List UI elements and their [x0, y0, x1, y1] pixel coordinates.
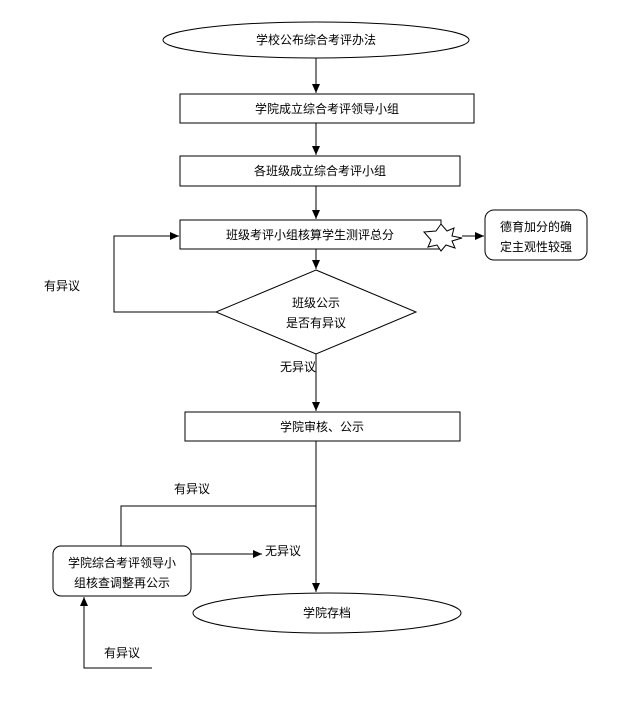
- college-recheck-node: 学院综合考评领导小 组核查调整再公示: [52, 545, 192, 597]
- college-review-node: 学院审核、公示: [184, 411, 461, 442]
- class-publicity-decision: 班级公示 是否有异议: [214, 269, 418, 355]
- moral-bonus-node: 德育加分的确 定主观性较强: [484, 209, 588, 261]
- college-recheck-line1: 学院综合考评领导小: [68, 555, 176, 570]
- archive-label: 学院存档: [303, 605, 351, 620]
- class-publicity-line2: 是否有异议: [286, 316, 346, 330]
- class-group-node: 各班级成立综合考评小组: [179, 155, 461, 187]
- label-no-objection-1: 无异议: [280, 360, 316, 374]
- college-group-label: 学院成立综合考评领导小组: [255, 101, 399, 116]
- moral-bonus-line2: 定主观性较强: [500, 239, 572, 254]
- class-calc-label: 班级考评小组核算学生测评总分: [226, 227, 394, 242]
- start-node-label: 学校公布综合考评办法: [256, 32, 376, 47]
- class-calc-node: 班级考评小组核算学生测评总分: [179, 219, 442, 250]
- college-recheck-line2: 组核查调整再公示: [74, 575, 170, 590]
- label-objection-bottom: 有异议: [104, 646, 140, 660]
- label-no-objection-2: 无异议: [265, 544, 301, 558]
- edge-objection-loop-back: [113, 232, 216, 313]
- class-publicity-line1: 班级公示: [292, 296, 340, 310]
- archive-node: 学院存档: [192, 592, 462, 634]
- college-review-label: 学院审核、公示: [280, 419, 364, 434]
- college-group-node: 学院成立综合考评领导小组: [179, 93, 475, 124]
- label-objection-left: 有异议: [44, 279, 80, 293]
- label-objection-top: 有异议: [174, 482, 210, 496]
- edge-objection-to-recheck: [120, 505, 316, 546]
- burst-icon: [422, 223, 463, 252]
- moral-bonus-line1: 德育加分的确: [500, 219, 572, 234]
- start-node: 学校公布综合考评办法: [162, 21, 470, 59]
- edge-bottom-objection-loop: [80, 597, 152, 669]
- class-group-label: 各班级成立综合考评小组: [254, 163, 386, 178]
